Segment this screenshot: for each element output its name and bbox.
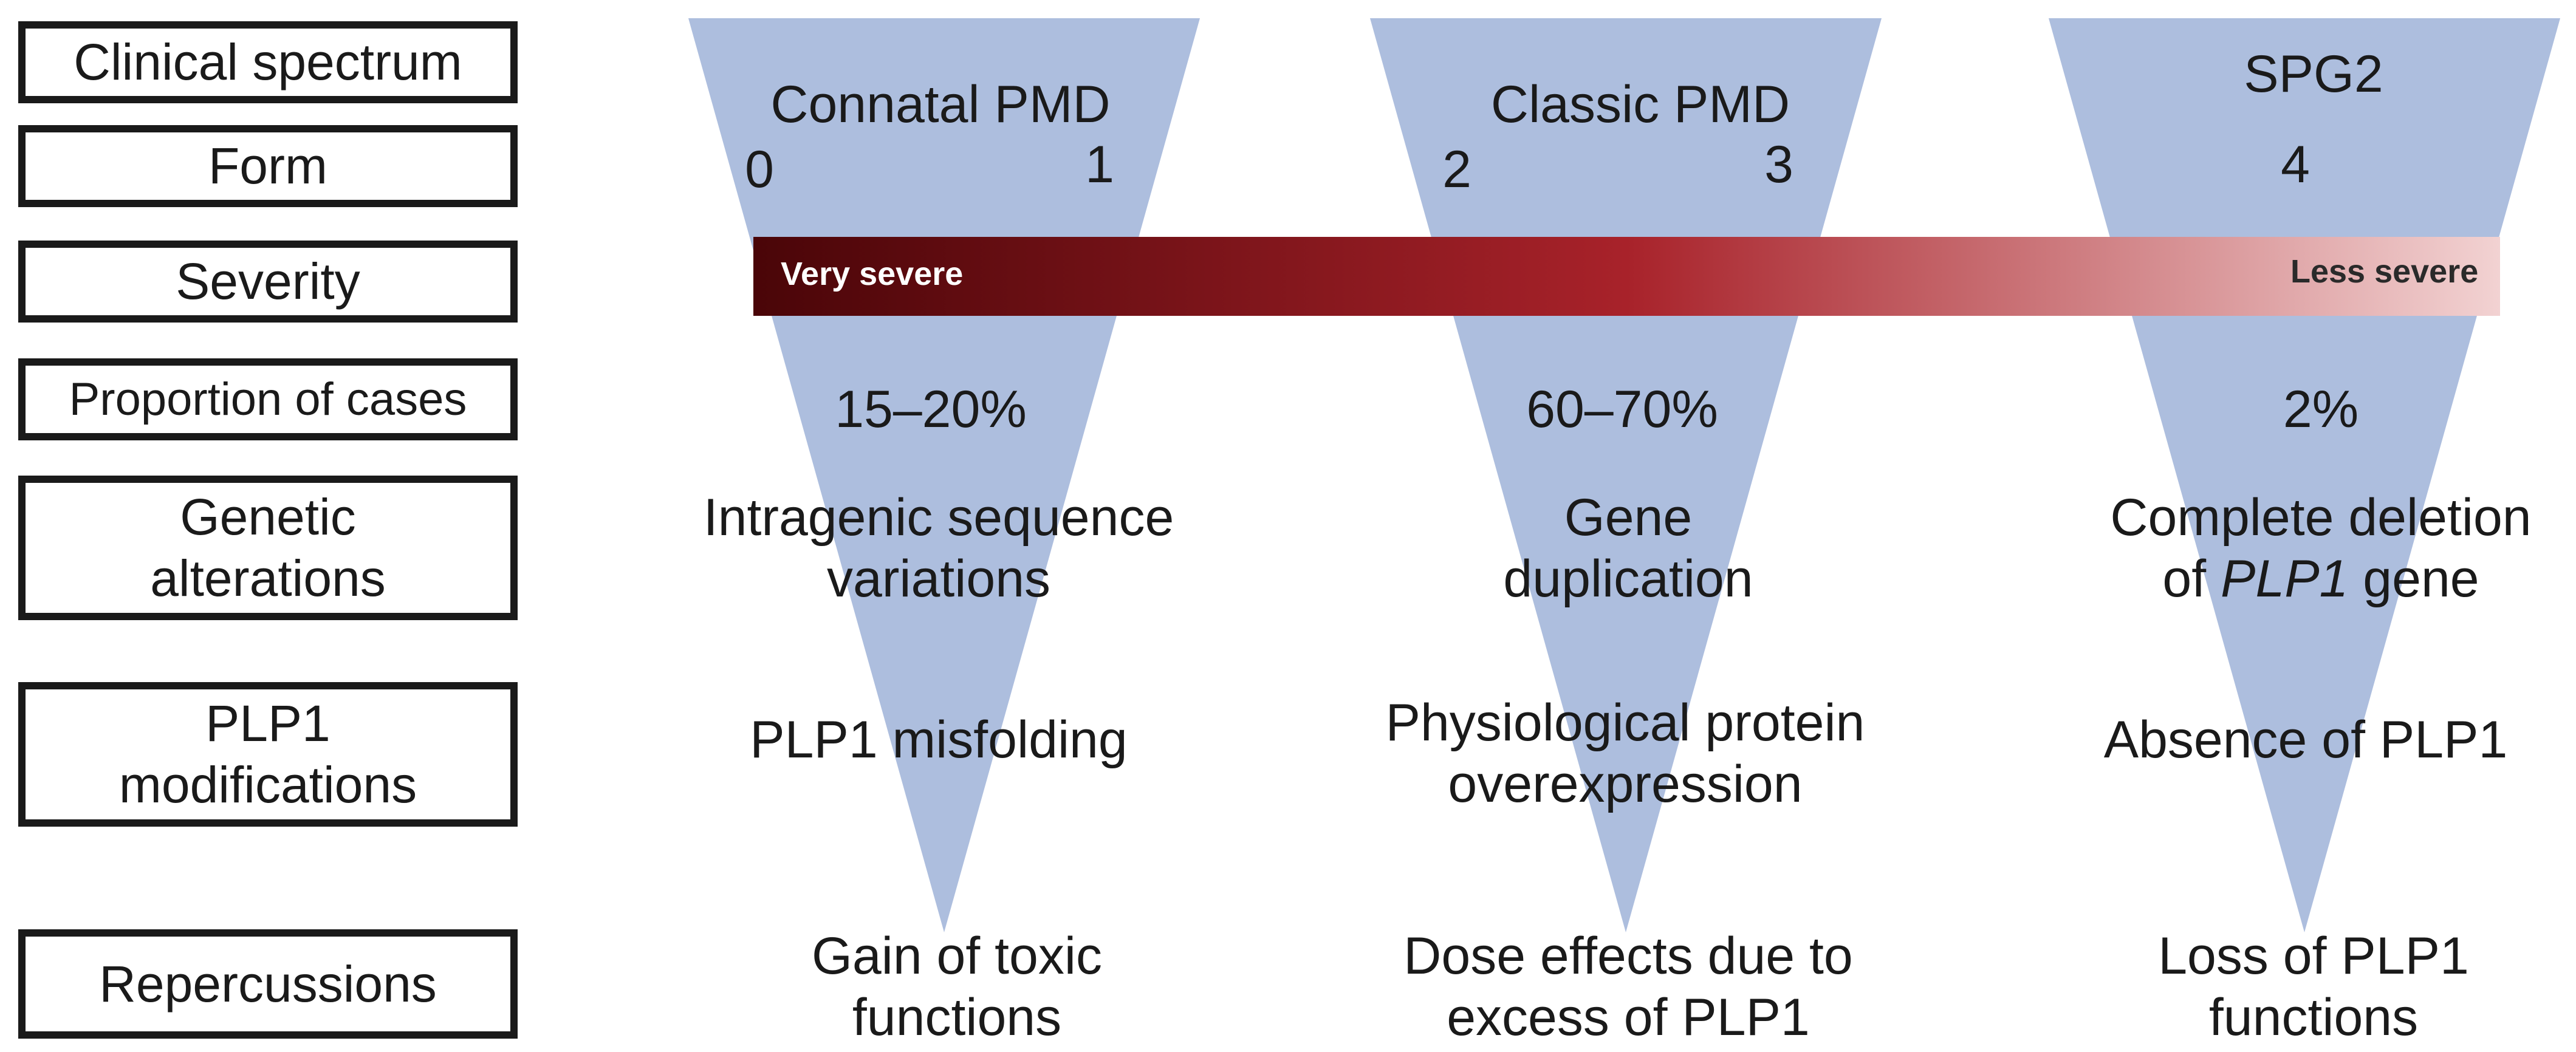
repercussion-classic-pmd: Dose effects due to excess of PLP1 [1403, 926, 1852, 1049]
row-label-text: Form [208, 137, 327, 195]
row-label-line: Genetic [180, 488, 356, 546]
severity-very-severe-label: Very severe [781, 256, 964, 292]
repercussion-line: excess of PLP1 [1447, 988, 1810, 1047]
repercussion-spg2: Loss of PLP1 functions [2158, 926, 2469, 1049]
plp1-line: Physiological protein [1385, 694, 1865, 752]
proportion-classic-pmd: 60–70% [1526, 380, 1718, 439]
row-label-line: modifications [118, 756, 417, 813]
genetic-line: duplication [1503, 550, 1753, 609]
row-label-line: alterations [150, 550, 386, 607]
proportion-connatal-pmd: 15–20% [835, 380, 1027, 439]
spectrum-connatal-pmd: Connatal PMD [770, 75, 1111, 134]
form-2: 2 [1442, 140, 1471, 199]
row-label-clinical-spectrum: Clinical spectrum [18, 21, 518, 103]
plp1-connatal-pmd: PLP1 misfolding [750, 711, 1128, 769]
genetic-text: of [2162, 550, 2221, 609]
plp1-spg2: Absence of PLP1 [2103, 711, 2508, 769]
form-3: 3 [1764, 135, 1793, 194]
repercussion-line: Loss of PLP1 [2158, 927, 2469, 985]
severity-bar [753, 237, 2500, 316]
row-label-text: Proportion of cases [69, 373, 467, 425]
plp1-classic-pmd: Physiological protein overexpression [1386, 692, 1865, 816]
repercussion-connatal-pmd: Gain of toxic functions [812, 926, 1102, 1049]
severity-less-severe-label: Less severe [2290, 253, 2479, 290]
spectrum-spg2: SPG2 [2244, 45, 2383, 103]
row-label-proportion: Proportion of cases [18, 358, 518, 440]
genetic-spg2: Complete deletion of PLP1 gene [2110, 487, 2531, 610]
proportion-spg2: 2% [2283, 380, 2359, 439]
row-label-text: Repercussions [99, 955, 437, 1013]
repercussion-line: Dose effects due to [1403, 927, 1853, 985]
genetic-connatal-pmd: Intragenic sequence variations [704, 487, 1174, 610]
repercussion-line: functions [852, 988, 1062, 1047]
row-label-text: Clinical spectrum [74, 33, 462, 91]
genetic-line: Complete deletion [2110, 488, 2532, 547]
row-label-line: PLP1 [205, 695, 331, 753]
genetic-text: gene [2348, 550, 2479, 609]
form-1: 1 [1085, 135, 1114, 194]
genetic-line: of PLP1 gene [2162, 550, 2479, 608]
genetic-line: Gene [1564, 488, 1693, 547]
plp1-line: overexpression [1448, 755, 1803, 814]
repercussion-line: functions [2208, 988, 2419, 1047]
repercussion-line: Gain of toxic [812, 927, 1102, 985]
row-label-text: Severity [176, 253, 360, 310]
form-4: 4 [2281, 135, 2310, 194]
genetic-classic-pmd: Gene duplication [1503, 487, 1753, 610]
gene-name: PLP1 [2221, 550, 2349, 609]
form-0: 0 [745, 140, 774, 199]
genetic-line: Intragenic sequence [703, 488, 1174, 547]
row-label-form: Form [18, 125, 518, 207]
spectrum-classic-pmd: Classic PMD [1490, 75, 1790, 134]
genetic-line: variations [826, 550, 1051, 609]
row-label-repercussions: Repercussions [18, 929, 518, 1039]
row-label-severity: Severity [18, 241, 518, 323]
